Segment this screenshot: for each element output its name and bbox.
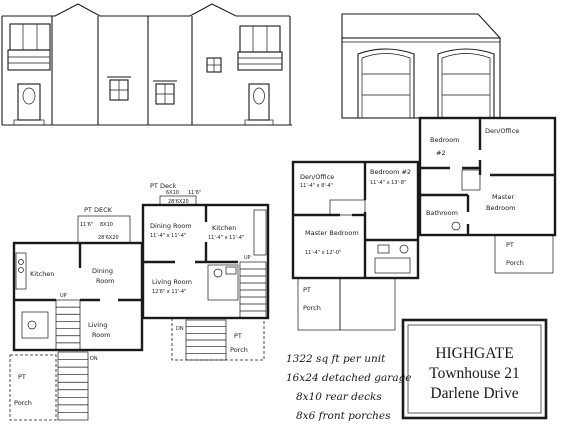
title-block-frame — [401, 318, 548, 420]
stair-up-label: UP — [60, 293, 67, 299]
first-floor-plan-right: PT Deck 6X10 11'6" 28'6X20 Dining Room 1… — [141, 182, 270, 361]
room-dimension-bedroom-2: 11'-4" x 13'-8" — [370, 180, 406, 186]
porch-label: PT — [506, 241, 514, 249]
room-label-living: Living Room — [152, 278, 192, 286]
porch-label: Porch — [303, 304, 321, 312]
exterior-walls — [12, 241, 144, 352]
room-label-dining: Room — [96, 277, 115, 285]
room-dimension-den: 11'-4" x 8'-4" — [300, 183, 333, 189]
porch-roof — [339, 277, 396, 331]
room-label-master-bedroom: Master — [492, 193, 515, 201]
powder-room — [21, 311, 49, 339]
front-step — [244, 119, 274, 126]
toilet — [399, 244, 409, 254]
room-label-master-bedroom: Bedroom — [486, 204, 515, 212]
deck-note: 28'6X20 — [168, 199, 189, 205]
porch-roof — [494, 234, 554, 274]
front-door — [17, 83, 41, 121]
garage-door-frame — [437, 48, 495, 118]
roofline — [2, 3, 290, 17]
garage-roof — [341, 13, 501, 39]
room-label-den: Den/Office — [300, 173, 334, 181]
room-label-kitchen: Kitchen — [30, 270, 54, 278]
porch-label: PT — [18, 373, 26, 381]
deck-dimension: 11'6" — [188, 190, 201, 196]
deck-note: 28'6X20 — [98, 235, 119, 241]
room-label-den: Den/Office — [485, 127, 519, 135]
second-floor-plan-right: Bedroom #2 Den/Office Bathroom Master Be… — [418, 116, 557, 274]
room-label-kitchen: Kitchen — [212, 224, 236, 232]
front-step — [13, 119, 45, 126]
closet — [329, 199, 366, 216]
room-dimension-dining: 11'-4" x 11'-4" — [150, 233, 186, 239]
deck-dimension: 11'6" — [80, 222, 93, 228]
kitchen-counter — [15, 252, 27, 290]
balcony-window — [9, 23, 51, 51]
garage-door — [441, 53, 491, 118]
door-oval-window — [253, 87, 265, 105]
handwritten-notes: 1322 sq ft per unit 16x24 detached garag… — [286, 353, 412, 422]
toilet — [451, 221, 461, 231]
garage-door-frame — [357, 48, 415, 118]
front-elevation — [1, 3, 292, 126]
room-label-bathroom: Bathroom — [426, 209, 458, 217]
room-label-dining: Dining Room — [150, 222, 192, 230]
deck-label: PT DECK — [84, 206, 113, 214]
room-label-dining: Dining — [92, 267, 113, 275]
porch-label: Porch — [14, 399, 32, 407]
title-block: HIGHGATE Townhouse 21 Darlene Drive — [401, 318, 548, 420]
toilet — [213, 268, 223, 278]
porch-stair — [57, 351, 89, 421]
room-label-living: Living — [88, 321, 107, 329]
front-door — [248, 83, 270, 121]
second-floor-plan-left: Den/Office 11'-4" x 8'-4" Bedroom #2 11'… — [291, 160, 420, 331]
bathtub — [374, 257, 411, 274]
garage-door — [361, 53, 411, 118]
deck-size: 8X10 — [100, 222, 113, 228]
powder-room — [207, 264, 239, 301]
room-dimension-kitchen: 11'-4" x 11'-4" — [208, 235, 244, 241]
first-floor-plan-left: PT DECK 8X10 11'6" 28'6X20 Kitchen Dinin… — [9, 206, 144, 421]
balcony-railing — [237, 51, 283, 71]
stair-up-label: UP — [244, 255, 251, 261]
balcony-railing — [7, 49, 51, 71]
kitchen-counter — [253, 209, 267, 256]
room-dimension-master-bedroom: 11'-4" x 12'-0" — [305, 250, 341, 256]
porch-label: Porch — [506, 259, 524, 267]
toilet — [27, 320, 37, 330]
note-decks: 8x10 rear decks — [296, 391, 382, 403]
interior-stair — [55, 299, 81, 351]
sink — [377, 244, 390, 254]
balcony-window — [239, 25, 281, 53]
garage-elevation — [341, 13, 501, 119]
front-porch — [9, 354, 57, 421]
street-name: Darlene Drive — [430, 385, 518, 402]
room-label-bedroom-2: Bedroom — [430, 136, 459, 144]
closet — [461, 169, 481, 191]
title-block-inner-frame — [407, 324, 542, 414]
note-square-footage: 1322 sq ft per unit — [286, 353, 386, 365]
note-garage: 16x24 detached garage — [286, 372, 412, 384]
room-label-living: Room — [92, 331, 111, 339]
project-name: HIGHGATE — [435, 345, 513, 362]
porch-label: PT — [234, 332, 242, 340]
exterior-walls — [418, 116, 557, 237]
range-burner — [18, 259, 24, 265]
room-label-bedroom-2: Bedroom #2 — [370, 168, 411, 176]
room-label-bedroom-2: #2 — [436, 149, 446, 157]
room-dimension-living: 12'6" x 11'-4" — [152, 289, 186, 295]
sink — [225, 266, 237, 275]
model-name: Townhouse 21 — [429, 365, 520, 382]
stair-down-label: DN — [176, 326, 184, 332]
note-porches: 8x6 front porches — [296, 410, 391, 422]
door-oval-window — [22, 87, 36, 105]
deck-label: PT Deck — [150, 182, 177, 190]
range-burner — [18, 267, 24, 273]
porch-label: PT — [303, 286, 311, 294]
porch-label: Porch — [230, 346, 248, 354]
room-label-master-bedroom: Master Bedroom — [305, 229, 359, 237]
deck-size: 6X10 — [166, 190, 179, 196]
stair-down-label: DN — [90, 356, 98, 362]
